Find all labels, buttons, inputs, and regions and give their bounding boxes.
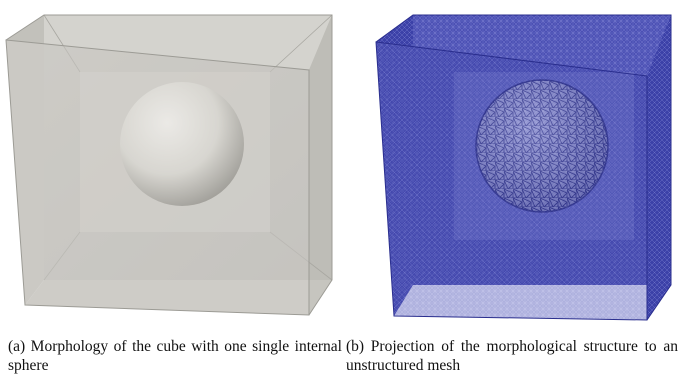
cube-front-face	[5, 39, 310, 316]
cube-top-face	[6, 15, 332, 70]
mesh-front-face	[375, 41, 648, 321]
internal-sphere	[120, 82, 244, 206]
mesh-cube-figure	[375, 14, 672, 321]
panel-b: (b) Projection of the morphological stru…	[342, 0, 684, 392]
panel-a: (a) Morphology of the cube with one sing…	[5, 14, 342, 374]
cube-bottom-face	[25, 280, 332, 315]
cube-left-face	[6, 15, 44, 305]
cube-right-face	[309, 15, 332, 315]
caption-b: (b) Projection of the morphological stru…	[346, 338, 678, 374]
solid-cube-figure	[5, 14, 333, 316]
caption-a: (a) Morphology of the cube with one sing…	[8, 338, 342, 374]
mesh-right-face	[647, 15, 671, 320]
mesh-top-face	[376, 15, 671, 76]
